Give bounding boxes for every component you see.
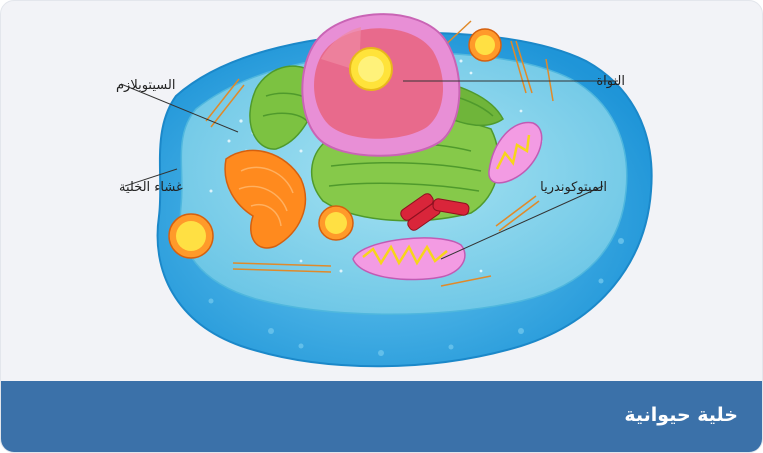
- label-mitochondria: الميتوكوندريا: [540, 180, 607, 195]
- page-title: خلية حيوانية: [624, 401, 738, 429]
- footer-bar: خلية حيوانية: [1, 381, 763, 453]
- label-cytoplasm: السيتوبلازم: [116, 78, 175, 93]
- nucleus: [302, 14, 459, 156]
- animal-cell-diagram: السيتوبلازم غشاء الخلية النواة الميتوكون…: [1, 1, 763, 381]
- label-cell-membrane: غشاء الخلية: [119, 180, 183, 195]
- label-nucleus: النواة: [596, 74, 625, 89]
